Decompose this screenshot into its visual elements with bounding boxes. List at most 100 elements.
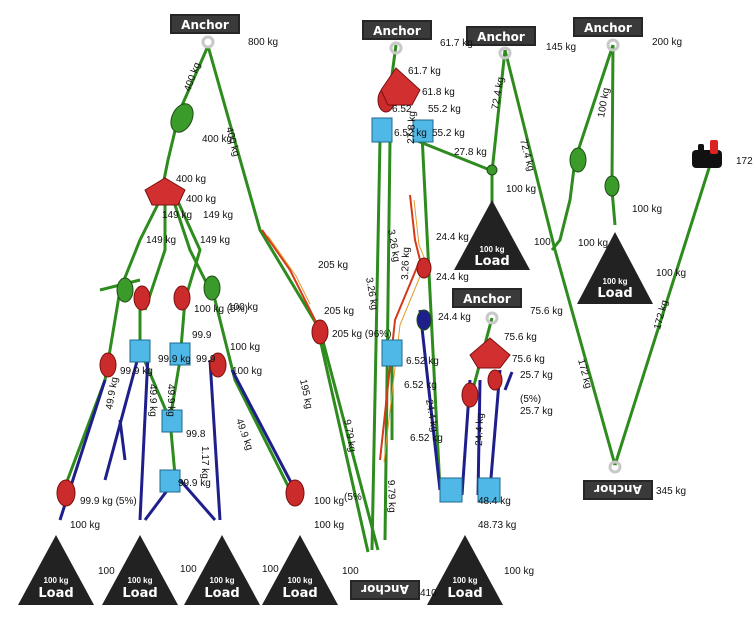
pulley xyxy=(461,382,479,408)
pulley xyxy=(56,479,76,507)
svg-text:Anchor: Anchor xyxy=(373,24,421,38)
load-3: 100 kg Load xyxy=(184,535,260,605)
pulley xyxy=(99,352,117,378)
svg-text:27.8 kg: 27.8 kg xyxy=(406,111,418,144)
svg-text:Load: Load xyxy=(474,254,509,269)
force-labels: 800 kg 400 kg 400 kg 400 kg 400 kg 400 k… xyxy=(70,37,753,599)
svg-text:100 kg: 100 kg xyxy=(70,520,100,531)
svg-text:100: 100 xyxy=(98,566,115,577)
svg-text:99.9 kg: 99.9 kg xyxy=(178,478,211,489)
svg-text:Anchor: Anchor xyxy=(181,18,229,32)
blue-rope xyxy=(178,479,217,521)
svg-text:100 kg: 100 kg xyxy=(480,245,505,254)
green-rope xyxy=(173,194,202,301)
svg-text:100 kg: 100 kg xyxy=(504,566,534,577)
svg-text:49.9 kg: 49.9 kg xyxy=(104,376,121,410)
load-1: 100 kg Load xyxy=(18,535,94,605)
svg-text:55.2 kg: 55.2 kg xyxy=(432,128,465,139)
svg-text:100 kg: 100 kg xyxy=(506,184,536,195)
rigging-plates xyxy=(144,67,511,369)
svg-text:Load: Load xyxy=(597,286,632,301)
load-4: 100 kg Load xyxy=(262,535,338,605)
svg-text:61.7 kg: 61.7 kg xyxy=(408,66,441,77)
svg-text:100 kg: 100 kg xyxy=(128,576,153,585)
green-rope xyxy=(610,44,615,181)
svg-text:145 kg: 145 kg xyxy=(546,42,576,53)
svg-text:99.8: 99.8 xyxy=(186,429,206,440)
svg-text:195 kg: 195 kg xyxy=(297,378,314,410)
svg-text:6.52 kg: 6.52 kg xyxy=(410,433,443,444)
blue-rope xyxy=(103,349,142,481)
green-rope xyxy=(613,164,712,466)
svg-text:100: 100 xyxy=(342,566,359,577)
svg-text:100 kg: 100 kg xyxy=(603,277,628,286)
svg-text:3.26 kg: 3.26 kg xyxy=(400,247,412,280)
svg-text:61.8 kg: 61.8 kg xyxy=(422,87,455,98)
green-rope xyxy=(420,134,442,491)
green-rope xyxy=(138,300,177,476)
load-2: 100 kg Load xyxy=(102,535,178,605)
svg-text:100 kg: 100 kg xyxy=(210,576,235,585)
anchor-rings xyxy=(201,35,622,474)
anchor-bottom-mid-inverted: Anchor xyxy=(350,580,420,600)
svg-text:Anchor: Anchor xyxy=(477,30,525,44)
green-rope xyxy=(143,190,167,311)
anchor-bottom-right-inverted: Anchor xyxy=(583,480,653,500)
knot xyxy=(569,147,587,173)
blue-rope xyxy=(230,369,297,491)
svg-text:99.9 kg (5%): 99.9 kg (5%) xyxy=(80,496,137,507)
svg-text:6.52 kg: 6.52 kg xyxy=(404,380,437,391)
svg-text:Load: Load xyxy=(38,586,73,601)
load-7: 100 kg Load xyxy=(427,535,503,605)
green-rope xyxy=(573,44,615,161)
svg-text:400 kg: 400 kg xyxy=(186,194,216,205)
svg-text:100 kg: 100 kg xyxy=(632,204,662,215)
svg-text:Anchor: Anchor xyxy=(594,482,642,496)
knot xyxy=(486,164,498,176)
knots xyxy=(116,103,620,331)
anchor-2: Anchor xyxy=(362,20,432,40)
green-rope xyxy=(160,45,210,191)
knot xyxy=(604,175,620,197)
red-rope xyxy=(267,235,311,305)
red-rope xyxy=(261,229,321,331)
svg-text:27.8 kg: 27.8 kg xyxy=(454,147,487,158)
anchor-1: Anchor xyxy=(170,14,240,34)
svg-text:100 kg: 100 kg xyxy=(44,576,69,585)
svg-text:48.73 kg: 48.73 kg xyxy=(478,520,516,531)
svg-text:100: 100 xyxy=(534,237,551,248)
svg-text:48.4 kg: 48.4 kg xyxy=(478,496,511,507)
svg-text:99.9: 99.9 xyxy=(192,330,212,341)
green-rope xyxy=(168,189,297,501)
svg-text:Load: Load xyxy=(282,586,317,601)
green-rope xyxy=(206,45,380,551)
blue-rope xyxy=(118,419,127,461)
svg-text:6.52 kg: 6.52 kg xyxy=(394,128,427,139)
svg-text:9.79 kg: 9.79 kg xyxy=(385,480,397,513)
svg-text:Anchor: Anchor xyxy=(463,292,511,306)
anchor-3: Anchor xyxy=(466,26,536,46)
svg-text:99.9 kg: 99.9 kg xyxy=(158,354,191,365)
green-rope xyxy=(316,329,370,553)
svg-text:400 kg: 400 kg xyxy=(202,134,232,145)
svg-text:400 kg: 400 kg xyxy=(176,174,206,185)
blue-rope xyxy=(208,359,222,521)
svg-text:49.9 kg: 49.9 kg xyxy=(233,417,255,452)
svg-text:Anchor: Anchor xyxy=(584,21,632,35)
knot xyxy=(170,103,194,133)
block xyxy=(129,339,151,363)
svg-text:75.6 kg: 75.6 kg xyxy=(504,332,537,343)
knot xyxy=(416,309,432,331)
svg-text:(5%): (5%) xyxy=(520,394,541,405)
svg-text:6.52: 6.52 xyxy=(392,104,412,115)
pulleys xyxy=(56,87,503,507)
svg-text:(5%: (5% xyxy=(344,492,362,503)
rigging-plate xyxy=(144,177,186,206)
pulley xyxy=(311,319,329,345)
svg-text:75.6 kg: 75.6 kg xyxy=(530,306,563,317)
svg-text:172 kg: 172 kg xyxy=(652,299,670,331)
green-rope xyxy=(503,49,557,251)
svg-text:100 kg: 100 kg xyxy=(656,268,686,279)
pulley xyxy=(209,352,227,378)
svg-text:149 kg: 149 kg xyxy=(146,235,176,246)
